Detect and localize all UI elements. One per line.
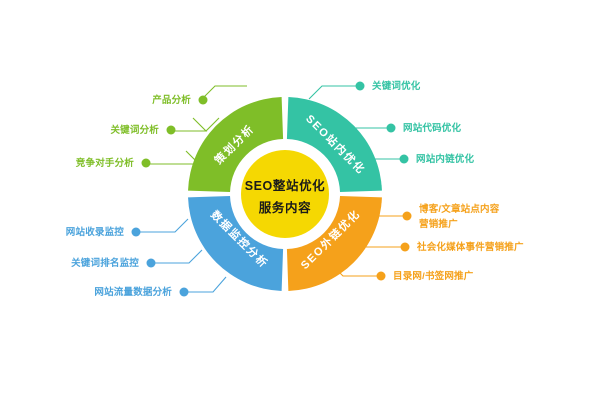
callout-dot-keyword-analysis[interactable] (166, 125, 176, 135)
connector-keyword-optimization (308, 85, 356, 100)
callout-label-keyword-analysis: 关键词分析 (110, 124, 159, 136)
callout-label-internal-link-optimization: 网站内链优化 (416, 153, 475, 165)
callout-website-index-monitor[interactable]: 网站收录监控 (66, 226, 141, 238)
callout-label-traffic-data-analysis: 网站流量数据分析 (94, 286, 172, 298)
callout-website-code-optimization[interactable]: 网站代码优化 (386, 122, 462, 134)
callout-keyword-optimization[interactable]: 关键词优化 (355, 80, 421, 92)
callout-directory-bookmark-promotion[interactable]: 目录网/书签网推广 (376, 270, 474, 282)
connector-competitor-analysis (150, 150, 201, 165)
callout-blog-article-marketing[interactable]: 博客/文章站点内容 营销推广 (402, 203, 500, 230)
connector-traffic-data-analysis (188, 276, 227, 293)
segment-data-monitoring[interactable] (188, 195, 284, 291)
center-title-line1: SEO整站优化 (245, 178, 326, 193)
connector-keyword-rank-monitor (155, 249, 203, 264)
callout-dot-blog-article-marketing[interactable] (402, 211, 412, 221)
callout-internal-link-optimization[interactable]: 网站内链优化 (399, 153, 475, 165)
donut-ring (188, 97, 382, 291)
callout-label-blog-article-marketing-line2: 营销推广 (419, 218, 458, 230)
callout-label-blog-article-marketing: 博客/文章站点内容 (419, 203, 500, 215)
callout-competitor-analysis[interactable]: 竞争对手分析 (75, 157, 151, 169)
callout-label-website-index-monitor: 网站收录监控 (66, 226, 125, 238)
callout-label-competitor-analysis: 竞争对手分析 (75, 157, 135, 169)
callout-dot-keyword-rank-monitor[interactable] (146, 258, 156, 268)
callout-social-media-marketing[interactable]: 社会化媒体事件营销推广 (400, 241, 525, 253)
segment-seo-offsite[interactable] (286, 195, 382, 291)
callout-label-social-media-marketing: 社会化媒体事件营销推广 (416, 241, 524, 253)
segment-planning-analysis[interactable] (188, 97, 284, 193)
callout-dot-directory-bookmark-promotion[interactable] (376, 271, 386, 281)
center-circle[interactable] (241, 150, 329, 238)
callout-keyword-rank-monitor[interactable]: 关键词排名监控 (71, 257, 156, 269)
callout-label-keyword-optimization: 关键词优化 (372, 80, 421, 92)
callout-dot-traffic-data-analysis[interactable] (179, 287, 189, 297)
callout-keyword-analysis[interactable]: 关键词分析 (110, 124, 176, 136)
callout-dot-social-media-marketing[interactable] (400, 242, 410, 252)
callout-label-website-code-optimization: 网站代码优化 (403, 122, 462, 134)
connector-website-index-monitor (140, 218, 189, 233)
callout-dot-keyword-optimization[interactable] (355, 81, 365, 91)
callout-dot-competitor-analysis[interactable] (141, 158, 151, 168)
connector-keyword-analysis-2 (205, 117, 220, 132)
segment-seo-onsite[interactable] (286, 97, 382, 193)
callout-dot-website-code-optimization[interactable] (386, 123, 396, 133)
callout-dot-internal-link-optimization[interactable] (399, 154, 409, 164)
callout-product-analysis[interactable]: 产品分析 (152, 94, 208, 106)
connector-keyword-analysis (175, 117, 208, 132)
center-hub[interactable]: SEO整站优化 服务内容 (241, 150, 329, 238)
callout-dot-website-index-monitor[interactable] (131, 227, 141, 237)
callout-label-product-analysis: 产品分析 (152, 94, 191, 106)
connector-group-monitoring (140, 218, 227, 293)
callout-dot-product-analysis[interactable] (198, 95, 208, 105)
callout-label-keyword-rank-monitor: 关键词排名监控 (71, 257, 139, 269)
callout-label-directory-bookmark-promotion: 目录网/书签网推广 (393, 270, 474, 282)
center-title-line2: 服务内容 (259, 200, 311, 215)
callout-traffic-data-analysis[interactable]: 网站流量数据分析 (94, 286, 189, 298)
